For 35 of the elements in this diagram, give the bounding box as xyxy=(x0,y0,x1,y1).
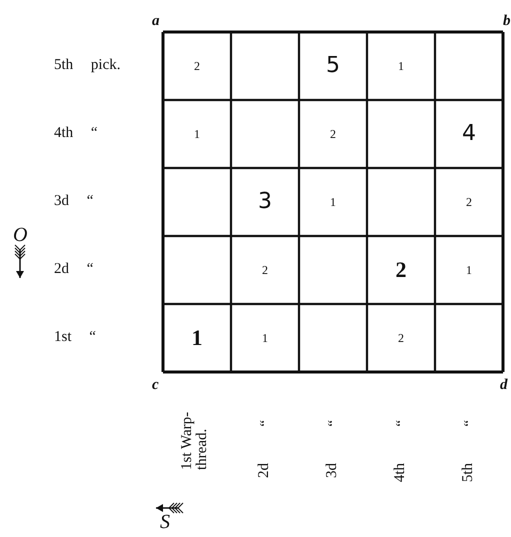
direction-letter: S xyxy=(160,512,170,532)
column-label: 2d xyxy=(257,463,272,478)
corner-letter: d xyxy=(500,378,508,393)
cell-number: 2 xyxy=(262,264,268,276)
cell-number: 1 xyxy=(330,196,336,208)
direction-letter: O xyxy=(13,225,28,245)
cell-number: 1 xyxy=(262,332,268,344)
cell-number: 3 xyxy=(258,191,272,213)
corner-letter: b xyxy=(503,14,510,29)
cell-number: 2 xyxy=(396,259,406,281)
row-label: 4th “ xyxy=(54,126,98,141)
ditto-mark: “ xyxy=(395,420,410,427)
cell-number: 1 xyxy=(398,60,404,72)
cell-number: 4 xyxy=(462,123,476,145)
corner-letter: a xyxy=(152,14,160,29)
column-label: 3d xyxy=(325,463,340,478)
ditto-mark: “ xyxy=(463,420,478,427)
cell-number: 1 xyxy=(192,327,202,349)
row-label: 2d “ xyxy=(54,262,94,277)
row-label: 1st “ xyxy=(54,330,96,345)
cell-number: 2 xyxy=(466,196,472,208)
column-label: 5th xyxy=(461,463,476,482)
cell-number: 1 xyxy=(194,128,200,140)
row-label: 5th pick. xyxy=(54,58,120,73)
row-label: 3d “ xyxy=(54,194,94,209)
column-label: 4th xyxy=(393,463,408,482)
cell-number: 2 xyxy=(194,60,200,72)
column-label: 1st Warp-thread. xyxy=(180,410,210,470)
ditto-mark: “ xyxy=(259,420,274,427)
ditto-mark: “ xyxy=(327,420,342,427)
cell-number: 2 xyxy=(398,332,404,344)
cell-number: 2 xyxy=(330,128,336,140)
cell-number: 1 xyxy=(466,264,472,276)
corner-letter: c xyxy=(152,378,159,393)
cell-number: 5 xyxy=(326,55,340,77)
